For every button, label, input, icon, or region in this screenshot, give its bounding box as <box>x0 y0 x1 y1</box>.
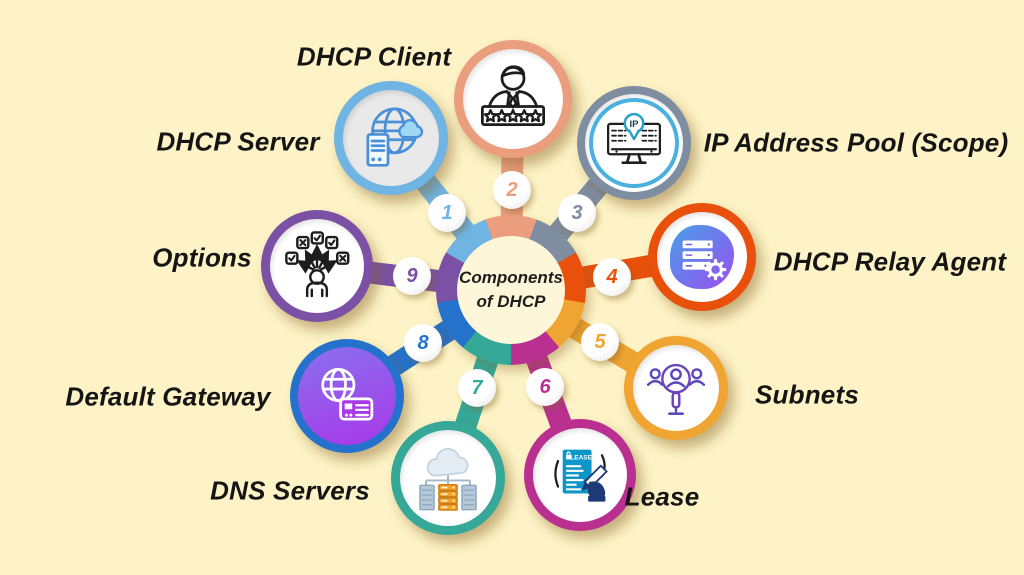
number-badge-1: 1 <box>428 194 466 232</box>
label-lease: Lease <box>624 481 700 512</box>
node-lease: LEASE <box>524 419 636 531</box>
svg-text:LEASE: LEASE <box>570 454 592 461</box>
server-gear-icon <box>682 240 727 281</box>
number-badge-9: 9 <box>393 257 431 295</box>
number-badge-3: 3 <box>558 194 596 232</box>
node-options <box>261 210 373 322</box>
label-ip-address-pool: IP Address Pool (Scope) <box>703 127 1009 158</box>
node-dhcp-server <box>334 81 448 195</box>
people-magnifier-icon <box>646 363 706 416</box>
number-badge-2: 2 <box>493 171 531 209</box>
hub-title-line2: of DHCP <box>476 292 546 311</box>
node-dhcp-client <box>454 40 572 158</box>
gradient-blob <box>670 225 734 289</box>
hub-title-line1: Components <box>459 268 563 288</box>
person-rating-stars-icon <box>481 65 545 126</box>
number-badge-4: 4 <box>593 258 631 296</box>
number-badge-6: 6 <box>526 368 564 406</box>
person-choices-checkboxes-icon <box>285 231 350 298</box>
node-subnets <box>624 336 728 440</box>
globe-card-icon <box>321 368 374 421</box>
center-hub: Components of DHCP <box>457 236 565 344</box>
globe-cloud-server-icon <box>366 107 424 167</box>
label-dhcp-client: DHCP Client <box>296 41 452 72</box>
monitor-ip-pin-icon: IP <box>607 112 661 165</box>
label-options: Options <box>152 242 252 273</box>
node-dns-servers <box>391 421 505 535</box>
label-subnets: Subnets <box>755 379 859 410</box>
number-badge-5: 5 <box>581 323 619 361</box>
label-dns-servers: DNS Servers <box>210 475 370 506</box>
node-default-gateway <box>290 339 404 453</box>
lease-document-signing-icon: LEASE <box>554 449 608 502</box>
label-dhcp-relay-agent: DHCP Relay Agent <box>773 246 1007 277</box>
svg-text:IP: IP <box>629 119 639 130</box>
number-badge-8: 8 <box>404 324 442 362</box>
label-default-gateway: Default Gateway <box>65 381 271 412</box>
label-dhcp-server: DHCP Server <box>156 126 320 157</box>
number-badge-7: 7 <box>458 369 496 407</box>
cloud-server-rack-icon <box>419 448 477 511</box>
node-ip-address-pool: IP <box>577 86 691 200</box>
node-dhcp-relay-agent <box>648 203 756 311</box>
